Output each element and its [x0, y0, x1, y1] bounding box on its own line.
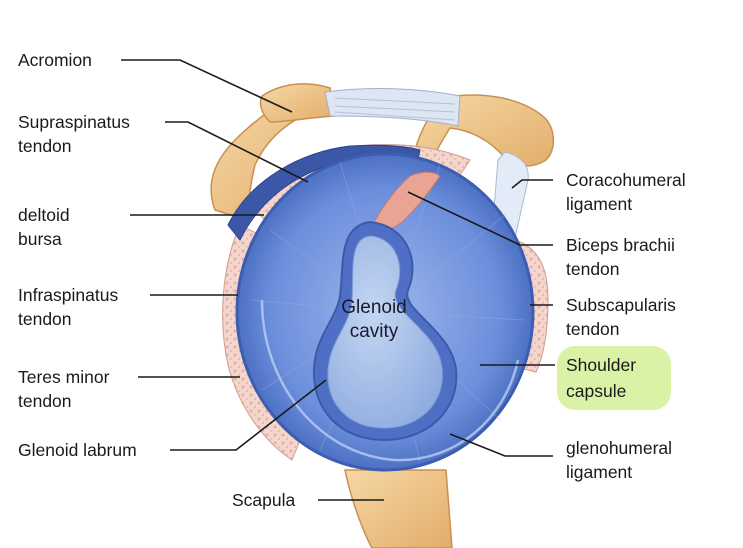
label-glenoid-labrum: Glenoid labrum	[18, 440, 137, 460]
label-acromion: Acromion	[18, 50, 92, 70]
leader-acromion	[121, 59, 293, 113]
leader-glenoid-labrum	[170, 379, 327, 451]
leader-coracohumeral	[511, 179, 553, 189]
shoulder-capsule-highlight	[557, 346, 671, 410]
biceps-tendon-shape	[369, 171, 441, 234]
label-subscapularis-line1: Subscapularis	[566, 295, 676, 315]
coracoacromial-ligament	[324, 88, 461, 127]
label-coracohumeral-line2: ligament	[566, 194, 632, 214]
label-subscapularis-line2: tendon	[566, 319, 620, 339]
leader-glenohumeral	[449, 433, 553, 457]
leader-supraspinatus	[165, 121, 309, 183]
label-infraspinatus-line1: Infraspinatus	[18, 285, 118, 305]
label-coracohumeral-line1: Coracohumeral	[566, 170, 686, 190]
glenohumeral-ligament-shape	[260, 299, 520, 462]
label-biceps-line2: tendon	[566, 259, 620, 279]
scapula-bone	[344, 469, 453, 548]
label-glenohumeral-line2: ligament	[566, 462, 632, 482]
label-supraspinatus-line2: tendon	[18, 136, 72, 156]
label-glenoid-cavity-line1: Glenoid	[341, 297, 407, 318]
label-teres-line2: tendon	[18, 391, 72, 411]
glenoid-cavity-shape	[327, 235, 443, 429]
label-teres-line1: Teres minor	[18, 367, 110, 387]
label-glenoid-cavity-line2: cavity	[350, 321, 399, 342]
label-glenohumeral-line1: glenohumeral	[566, 438, 672, 458]
leader-biceps	[407, 191, 553, 246]
label-infraspinatus-line2: tendon	[18, 309, 72, 329]
label-supraspinatus-line1: Supraspinatus	[18, 112, 130, 132]
label-biceps-line1: Biceps brachii	[566, 235, 675, 255]
label-deltoid-line2: bursa	[18, 229, 62, 249]
acromion-tip	[259, 83, 335, 123]
label-scapula: Scapula	[232, 490, 296, 510]
label-shoulder-capsule-line2: capsule	[566, 381, 626, 401]
label-shoulder-capsule-line1: Shoulder	[566, 355, 636, 375]
label-deltoid-line1: deltoid	[18, 205, 70, 225]
